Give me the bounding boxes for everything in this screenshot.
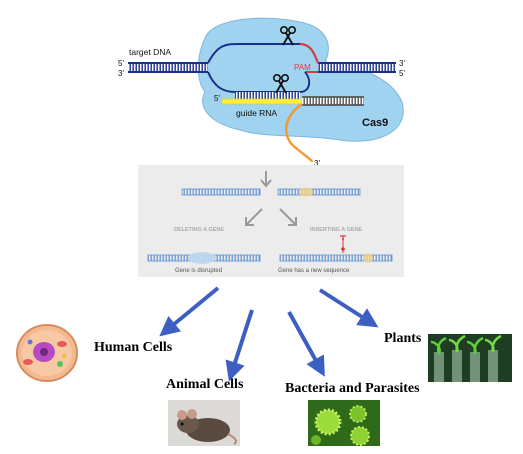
animal-cells-label: Animal Cells	[166, 377, 244, 392]
pam-label: PAM	[294, 63, 311, 72]
scissors-icon	[280, 26, 297, 46]
cell-icon	[16, 324, 78, 382]
cut-dna-left	[181, 188, 261, 196]
target-dna-right	[318, 63, 396, 72]
cut-dna-right	[277, 188, 361, 196]
three-prime-top-right: 3'	[399, 59, 405, 68]
disrupted-caption: Gene is disrupted	[175, 268, 222, 274]
target-dna-label: target DNA	[129, 47, 171, 57]
human-cells-label: Human Cells	[94, 340, 173, 355]
three-prime-bottom-left: 3'	[118, 69, 124, 78]
insertion-marker-icon	[340, 235, 346, 253]
guide-rna-label: guide RNA	[236, 108, 277, 118]
mouse-icon	[168, 400, 240, 446]
scissors-icon	[273, 74, 290, 94]
arrow-to-animal-cells	[225, 309, 254, 382]
tail-three-prime: 3'	[314, 159, 320, 168]
guide-rna-tail	[285, 103, 314, 163]
target-dna-left	[128, 63, 208, 72]
five-prime-bottom-right: 5'	[399, 69, 405, 78]
arrow-to-plants	[318, 288, 379, 328]
arrow-to-deletion-icon	[245, 208, 263, 226]
bacteria-icon	[308, 400, 380, 446]
plant-icon	[428, 334, 512, 382]
guide-five-prime: 5'	[214, 94, 220, 103]
guide-rna-pairing	[235, 92, 300, 99]
new-sequence-caption: Gene has a new sequence	[278, 268, 350, 274]
deleting-label: DELETING A GENE	[174, 227, 224, 233]
gene-editing-diagram: DELETING A GENE INSERTING A GENE Gene is…	[147, 171, 393, 274]
plants-label: Plants	[384, 331, 422, 346]
five-prime-top-left: 5'	[118, 59, 124, 68]
arrow-to-insertion-icon	[279, 208, 297, 226]
pam-region	[299, 43, 319, 73]
new-sequence-strand	[279, 254, 393, 262]
down-arrow-icon	[260, 171, 272, 188]
guide-rna-scaffold	[302, 97, 364, 105]
cas9-protein	[197, 17, 404, 142]
cas9-label: Cas9	[362, 117, 388, 129]
arrow-to-bacteria	[287, 311, 325, 377]
crispr-cas9-schematic: target DNA 5' 3' 3' 5' PAM 5' guide RNA …	[118, 17, 405, 168]
inserting-label: INSERTING A GENE	[310, 227, 362, 233]
arrow-to-human-cells	[159, 286, 220, 337]
bacteria-label: Bacteria and Parasites	[285, 381, 420, 396]
